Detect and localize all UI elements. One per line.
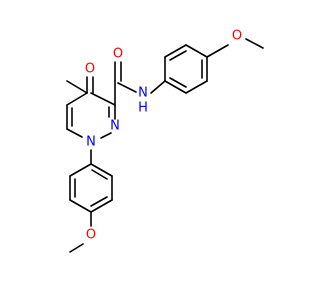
atom-ring-n1: N (86, 135, 96, 150)
molecule-svg: O O N H N N O O (66, 29, 264, 253)
bonds (66, 38, 264, 253)
bond-ar2-c (90, 199, 113, 213)
bond-ar2-d (69, 199, 92, 213)
molecule-structure-diagram: O O N H N N O O (66, 29, 264, 253)
atom-methoxy-o-top: O (232, 29, 242, 44)
bond-OMe-CH3-top (245, 38, 264, 49)
bond-OMe-CH3-bottom (69, 243, 84, 253)
bond-ar1-OMe (206, 44, 229, 58)
bond-ar1-e (185, 80, 208, 94)
atom-ring-carbonyl-o: O (85, 62, 95, 77)
bond-ar1-f2 (169, 77, 187, 88)
bond-ar2-a2 (91, 169, 108, 180)
atom-methoxy-o-bottom: O (86, 228, 96, 243)
bond-C4-C5 (66, 92, 88, 106)
atom-amide-h: H (138, 101, 148, 116)
atom-labels: O O N H N N O O (85, 29, 242, 243)
bond-ar2-f (69, 163, 92, 177)
bond-ar1-f (164, 80, 187, 94)
bond-N1-N2 (100, 132, 112, 139)
atom-amide-o: O (113, 47, 123, 62)
bond-amideC-N (117, 82, 137, 93)
atom-amide-n: N (138, 86, 148, 101)
bond-N-Ar1 (150, 80, 166, 94)
bond-ar1-c (185, 44, 208, 58)
bond-C3-C4 (66, 80, 88, 94)
bond-ar2-c2 (90, 196, 108, 207)
atom-ring-n2: N (110, 119, 120, 134)
bond-ar2-a (90, 163, 113, 177)
bond-C6-N1 (66, 128, 83, 138)
bond-ar1-b2 (169, 50, 187, 61)
bond-ar1-b (164, 44, 187, 58)
bond-C3-C4b (90, 92, 116, 106)
